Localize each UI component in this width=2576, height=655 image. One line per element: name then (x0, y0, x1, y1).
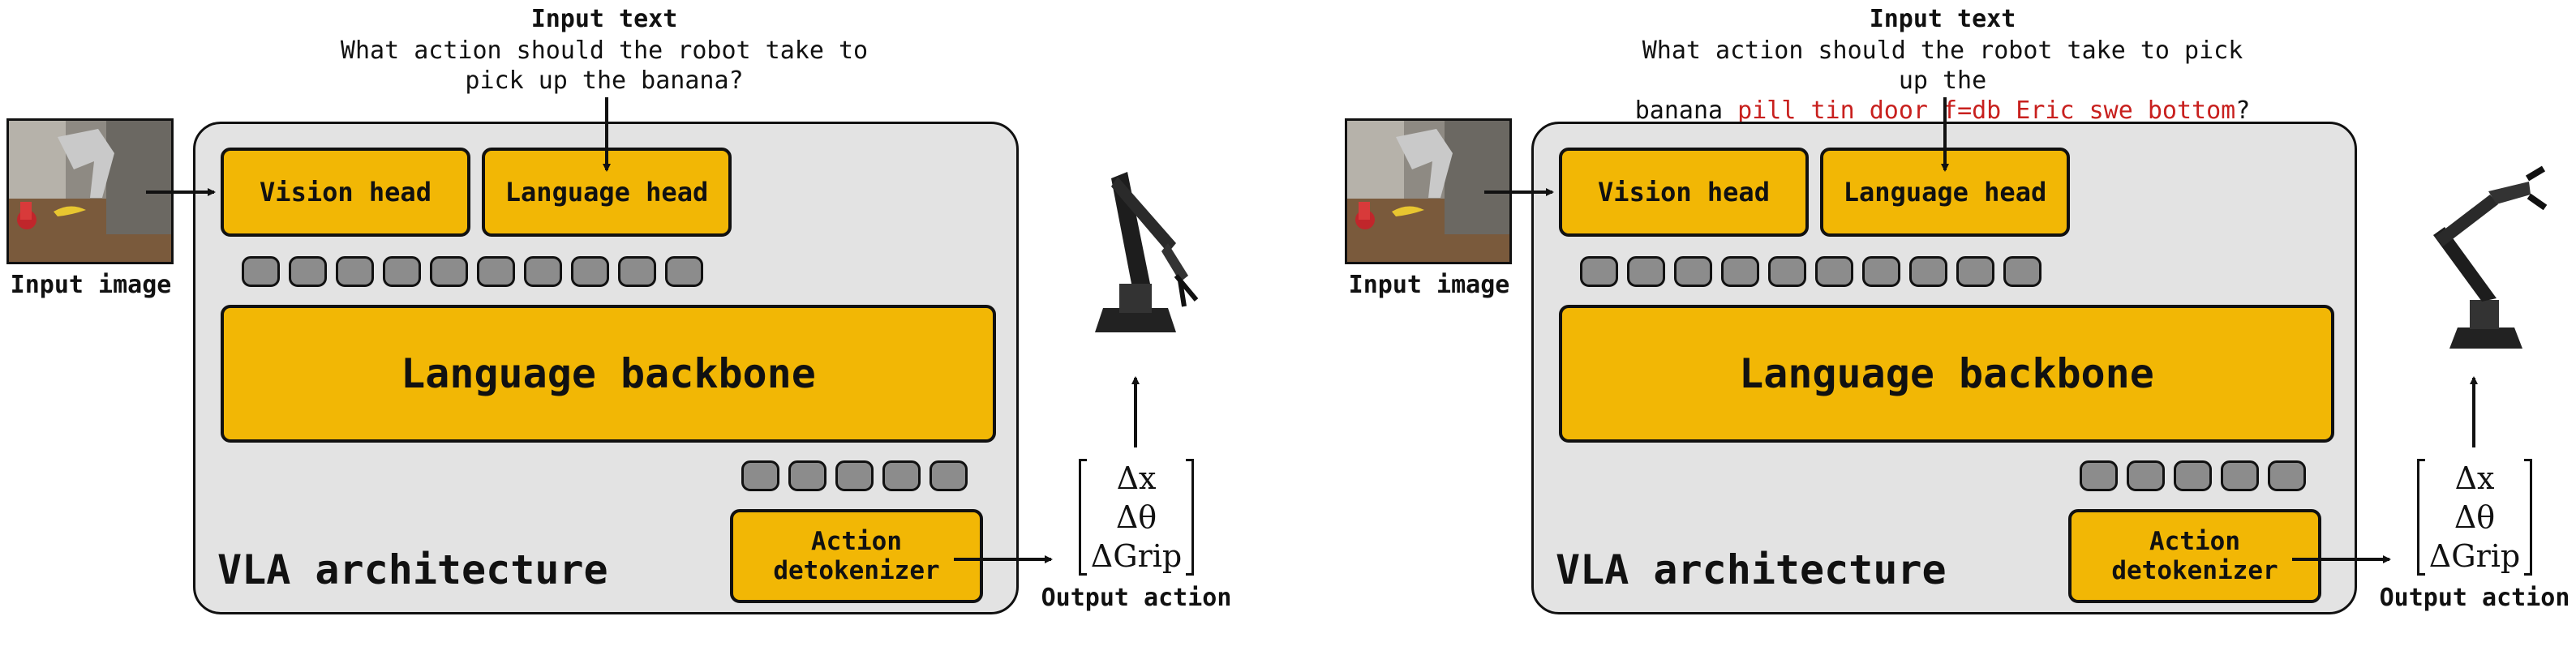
action-dgrip: ΔGrip (2428, 538, 2521, 574)
input-image-caption: Input image (1348, 271, 1510, 299)
token (930, 460, 968, 491)
token (1580, 256, 1618, 287)
token (2174, 460, 2212, 491)
token (835, 460, 874, 491)
prompt-adversarial-suffix: pill tin door f=db Eric swe bottom (1737, 96, 2236, 125)
prompt-clean-part: What action should the robot take to pic… (1634, 36, 2243, 125)
panel-clean: Input text What action should the robot … (6, 5, 1232, 614)
bracket-left (1079, 459, 1087, 576)
action-dx: Δx (2454, 460, 2495, 496)
token (477, 256, 515, 287)
token (618, 256, 656, 287)
token (741, 460, 779, 491)
input-image (1345, 118, 1512, 264)
prompt-question-mark: ? (2235, 96, 2251, 125)
panel-adversarial: Input text What action should the robot … (1338, 0, 2576, 655)
output-action-caption: Output action (2379, 584, 2570, 612)
vision-head-module: Vision head (1559, 148, 1809, 237)
vla-architecture-label: VLA architecture (217, 546, 608, 593)
token (1721, 256, 1759, 287)
output-action-caption: Output action (1041, 584, 1232, 612)
bracket-right (1186, 459, 1194, 576)
token (1815, 256, 1853, 287)
token (788, 460, 826, 491)
token (383, 256, 421, 287)
token (1909, 256, 1947, 287)
action-dx: Δx (1116, 460, 1157, 496)
action-detokenizer-module: Action detokenizer (2068, 509, 2321, 603)
language-backbone-module: Language backbone (1559, 305, 2334, 443)
token (2221, 460, 2259, 491)
bracket-left (2417, 459, 2425, 576)
token (2268, 460, 2306, 491)
token (430, 256, 468, 287)
input-text-prompt: What action should the robot take to pic… (1630, 36, 2255, 126)
token (571, 256, 609, 287)
input-text-title: Input text (1869, 5, 2016, 33)
token (882, 460, 921, 491)
action-dgrip: ΔGrip (1090, 538, 1183, 574)
token (2003, 256, 2041, 287)
robot-arm-icon (1095, 172, 1199, 332)
token (242, 256, 280, 287)
input-text-title: Input text (530, 5, 678, 33)
input-text-prompt: What action should the robot take to pic… (340, 36, 869, 95)
action-detokenizer-module: Action detokenizer (730, 509, 983, 603)
input-image-caption: Input image (10, 271, 172, 299)
vision-head-module: Vision head (221, 148, 470, 237)
language-head-module: Language head (482, 148, 732, 237)
input-image (6, 118, 174, 264)
token (665, 256, 703, 287)
connector-arrows (146, 97, 1199, 563)
token (2127, 460, 2165, 491)
token (524, 256, 562, 287)
token (289, 256, 327, 287)
token (1862, 256, 1900, 287)
bracket-right (2524, 459, 2532, 576)
vla-architecture-label: VLA architecture (1556, 546, 1947, 593)
token (1627, 256, 1665, 287)
connector-arrows (1484, 97, 2548, 563)
token (336, 256, 374, 287)
output-action-vector: Δx Δθ ΔGrip (1079, 459, 1194, 576)
action-dtheta: Δθ (2454, 499, 2496, 535)
action-dtheta: Δθ (1115, 499, 1157, 535)
output-action-vector: Δx Δθ ΔGrip (2417, 459, 2532, 576)
robot-arm-icon (2433, 165, 2548, 349)
language-backbone-module: Language backbone (221, 305, 996, 443)
token (1956, 256, 1994, 287)
token (1768, 256, 1806, 287)
token (1674, 256, 1712, 287)
token (2080, 460, 2118, 491)
